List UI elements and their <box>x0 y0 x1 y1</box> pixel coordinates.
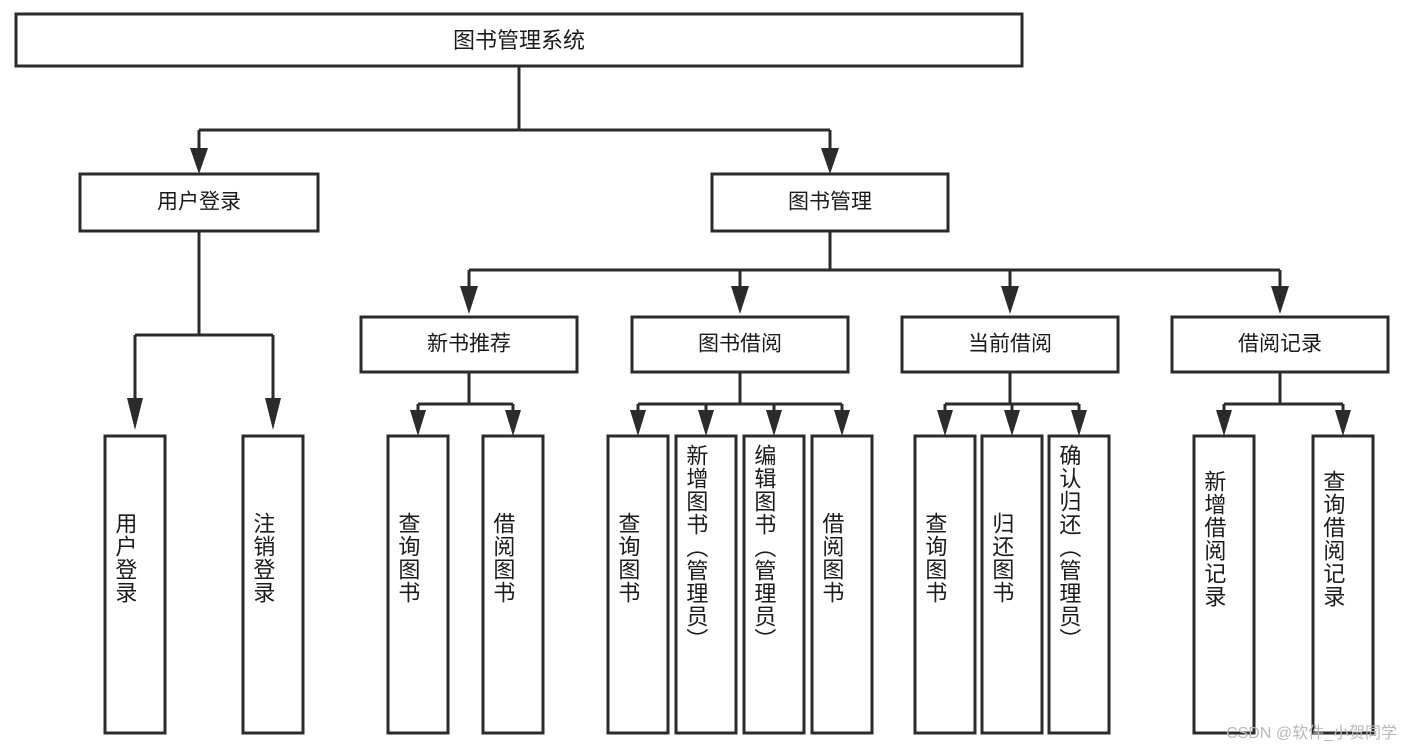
node-leaf-confirm-return-box[interactable] <box>1047 434 1111 735</box>
arrow-head-current-borrow <box>1001 286 1019 314</box>
arrow-head-borrow-record <box>1271 286 1289 314</box>
arrow-head-leaf-return-book <box>1004 410 1020 436</box>
node-borrow-record[interactable]: 借阅记录 <box>1170 315 1390 374</box>
node-current-borrow-label: 当前借阅 <box>968 333 1052 356</box>
node-book-management-label: 图书管理 <box>788 191 872 214</box>
node-leaf-logout-login-box[interactable] <box>241 434 305 735</box>
node-user-login-label: 用户登录 <box>157 191 241 214</box>
node-leaf-borrow-book-2-box[interactable] <box>810 434 874 735</box>
arrow-head-leaf-query-record <box>1335 410 1351 436</box>
node-book-management-box[interactable] <box>710 172 950 233</box>
node-book-borrow-label: 图书借阅 <box>698 333 782 356</box>
arrow-head-book-borrow <box>731 286 749 314</box>
arrow-head-leaf-edit-book <box>766 410 782 436</box>
arrow-head-leaf-borrow-book-2 <box>834 410 850 436</box>
arrow-head-leaf-user-login <box>127 398 143 430</box>
arrow-head-leaf-query-book-2 <box>630 410 646 436</box>
node-root-label: 图书管理系统 <box>453 28 585 53</box>
node-current-borrow-box[interactable] <box>900 315 1120 374</box>
node-leaf-return-book-box[interactable] <box>980 434 1044 735</box>
arrow-head-book-management <box>821 148 839 174</box>
node-leaf-add-book-box[interactable] <box>674 434 738 735</box>
node-leaf-query-book-3-box[interactable] <box>913 434 977 735</box>
node-leaf-query-book-1-box[interactable] <box>386 434 450 735</box>
node-book-management[interactable]: 图书管理 <box>710 172 950 233</box>
arrow-head-leaf-borrow-book-1 <box>505 410 521 436</box>
arrow-head-leaf-add-book <box>698 410 714 436</box>
node-current-borrow[interactable]: 当前借阅 <box>900 315 1120 374</box>
node-leaf-query-record-box[interactable] <box>1311 434 1375 735</box>
arrow-head-user-login <box>190 148 208 174</box>
node-root-box[interactable] <box>14 12 1024 68</box>
arrow-head-leaf-confirm-return <box>1071 410 1087 436</box>
node-leaf-query-book-2-box[interactable] <box>606 434 670 735</box>
node-leaf-user-login-box[interactable] <box>103 434 167 735</box>
arrow-head-leaf-query-book-3 <box>937 410 953 436</box>
node-borrow-record-box[interactable] <box>1170 315 1390 374</box>
node-borrow-record-label: 借阅记录 <box>1238 333 1322 356</box>
node-book-borrow[interactable]: 图书借阅 <box>630 315 850 374</box>
node-root[interactable]: 图书管理系统 <box>14 12 1024 68</box>
node-book-borrow-box[interactable] <box>630 315 850 374</box>
csdn-watermark: CSDN @软件_小贺同学 <box>1226 725 1397 742</box>
node-leaf-add-record-box[interactable] <box>1192 434 1256 735</box>
node-user-login[interactable]: 用户登录 <box>78 172 320 233</box>
arrow-head-leaf-logout-login <box>265 398 281 430</box>
arrow-head-leaf-query-book-1 <box>410 410 426 436</box>
node-leaf-borrow-book-1-box[interactable] <box>481 434 545 735</box>
arrow-head-leaf-add-record <box>1216 410 1232 436</box>
node-new-book-recommend-box[interactable] <box>359 315 579 374</box>
node-new-book-recommend-label: 新书推荐 <box>427 333 511 356</box>
arrow-head-new-book-recommend <box>460 286 478 314</box>
node-new-book-recommend[interactable]: 新书推荐 <box>359 315 579 374</box>
node-leaf-edit-book-box[interactable] <box>742 434 806 735</box>
